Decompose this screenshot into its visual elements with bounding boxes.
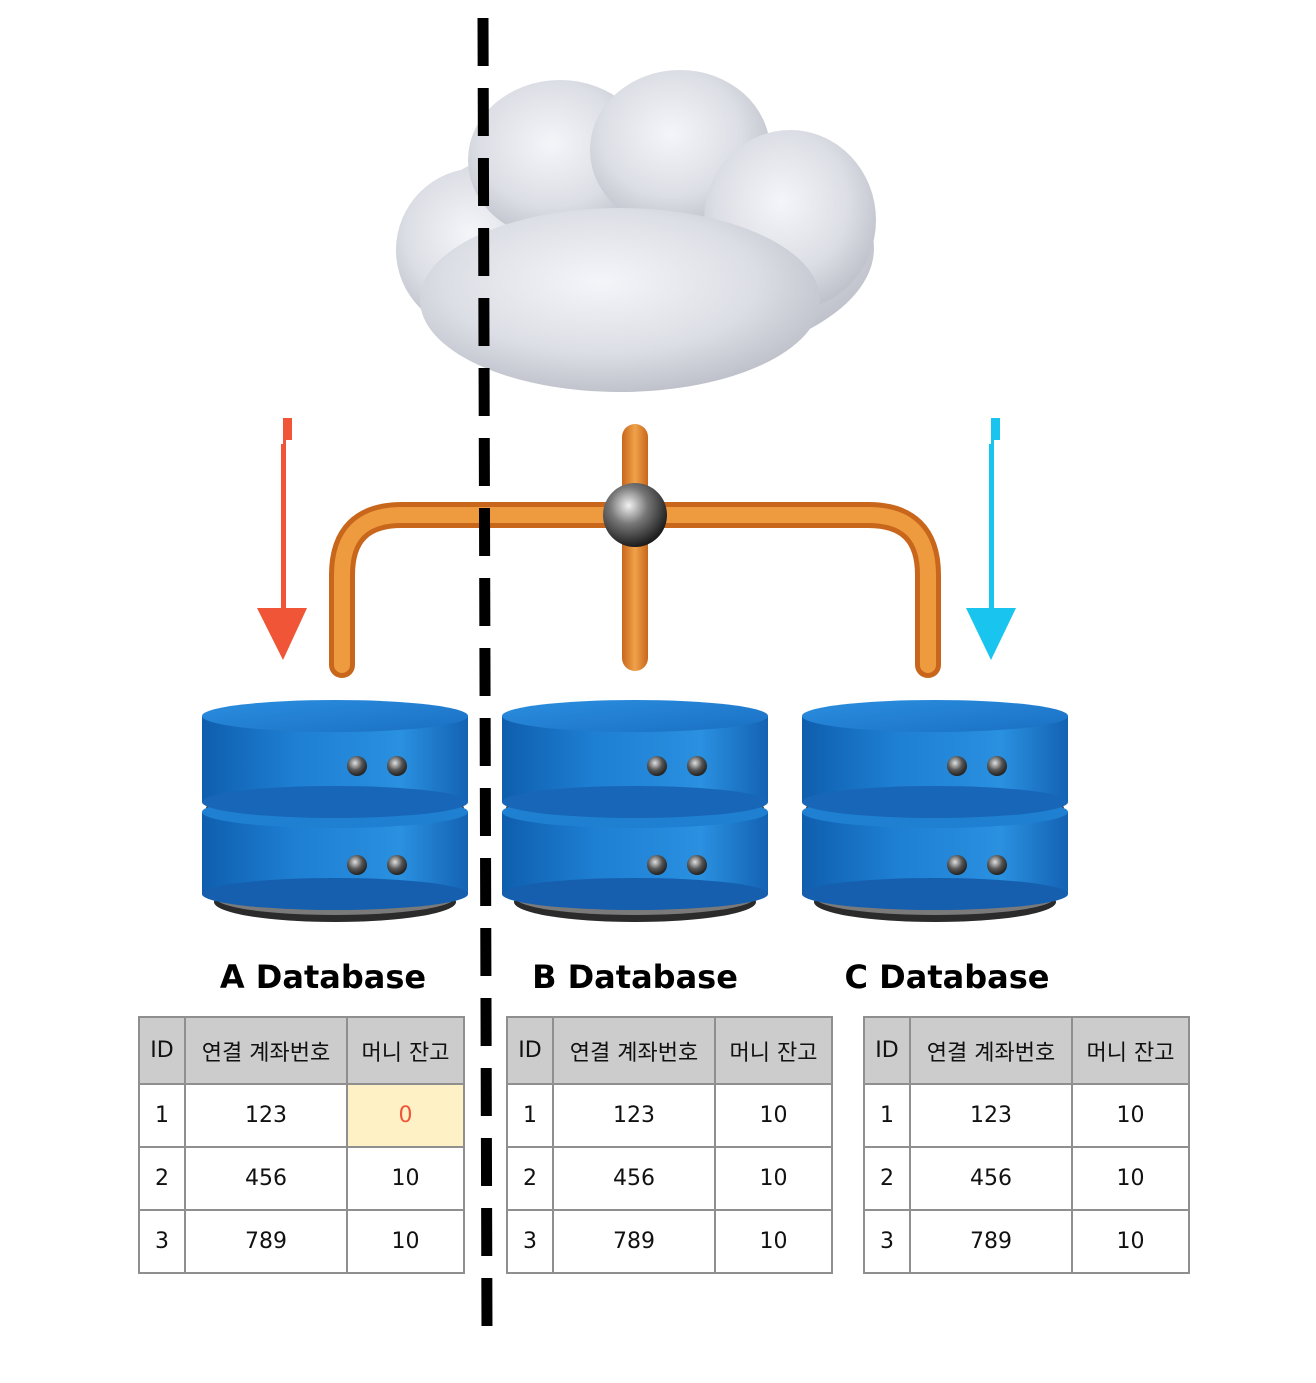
cell-id: 2 <box>506 1146 554 1211</box>
cell-account: 456 <box>909 1146 1073 1211</box>
column-header-account: 연결 계좌번호 <box>184 1016 348 1085</box>
cell-id: 1 <box>506 1083 554 1148</box>
database-c-icon <box>802 700 1068 922</box>
boundary-dashed-line <box>477 17 493 1336</box>
table-row: 3 789 10 <box>138 1209 465 1274</box>
column-header-id: ID <box>863 1016 911 1085</box>
cell-balance: 10 <box>346 1146 465 1211</box>
cell-account: 123 <box>552 1083 716 1148</box>
table-row: 1 123 10 <box>506 1083 833 1148</box>
cell-balance: 10 <box>1071 1083 1190 1148</box>
arrow-down-blue-icon <box>966 418 1016 660</box>
db-table-c: ID 연결 계좌번호 머니 잔고 1 123 10 2 456 10 3 789… <box>863 1016 1190 1274</box>
pipe-junction-ball <box>603 483 667 547</box>
database-b-icon <box>502 700 768 922</box>
db-title-c: C Database <box>844 958 1050 996</box>
cell-account: 123 <box>909 1083 1073 1148</box>
cell-balance: 10 <box>1071 1209 1190 1274</box>
db-title-a: A Database <box>219 958 427 996</box>
cloud-icon <box>396 70 876 392</box>
arrow-down-red-icon <box>257 418 307 660</box>
cell-id: 1 <box>863 1083 911 1148</box>
column-header-account: 연결 계좌번호 <box>909 1016 1073 1085</box>
cell-id: 3 <box>506 1209 554 1274</box>
column-header-id: ID <box>138 1016 186 1085</box>
cell-id: 3 <box>138 1209 186 1274</box>
database-a-icon <box>202 700 468 922</box>
cell-balance: 10 <box>714 1083 833 1148</box>
table-row: 1 123 10 <box>863 1083 1190 1148</box>
cell-account: 456 <box>184 1146 348 1211</box>
cell-balance: 10 <box>1071 1146 1190 1211</box>
cell-id: 2 <box>138 1146 186 1211</box>
cell-account: 789 <box>184 1209 348 1274</box>
table-row: 1 123 0 <box>138 1083 465 1148</box>
table-row: 2 456 10 <box>863 1146 1190 1211</box>
cell-account: 789 <box>552 1209 716 1274</box>
db-table-b: ID 연결 계좌번호 머니 잔고 1 123 10 2 456 10 3 789… <box>506 1016 833 1274</box>
table-row: 3 789 10 <box>863 1209 1190 1274</box>
cell-account: 789 <box>909 1209 1073 1274</box>
cell-id: 2 <box>863 1146 911 1211</box>
table-row: 3 789 10 <box>506 1209 833 1274</box>
column-header-account: 연결 계좌번호 <box>552 1016 716 1085</box>
column-header-balance: 머니 잔고 <box>346 1016 465 1085</box>
cell-account: 456 <box>552 1146 716 1211</box>
cell-id: 1 <box>138 1083 186 1148</box>
table-row: 2 456 10 <box>506 1146 833 1211</box>
table-row: 2 456 10 <box>138 1146 465 1211</box>
cell-account: 123 <box>184 1083 348 1148</box>
cell-balance: 10 <box>346 1209 465 1274</box>
db-table-a: ID 연결 계좌번호 머니 잔고 1 123 0 2 456 10 3 789 … <box>138 1016 465 1274</box>
cell-balance: 10 <box>714 1146 833 1211</box>
column-header-balance: 머니 잔고 <box>1071 1016 1190 1085</box>
connection-pipes <box>329 424 941 678</box>
cell-id: 3 <box>863 1209 911 1274</box>
cell-balance: 10 <box>714 1209 833 1274</box>
column-header-id: ID <box>506 1016 554 1085</box>
cell-balance-highlighted: 0 <box>346 1083 465 1148</box>
column-header-balance: 머니 잔고 <box>714 1016 833 1085</box>
db-title-b: B Database <box>532 958 738 996</box>
